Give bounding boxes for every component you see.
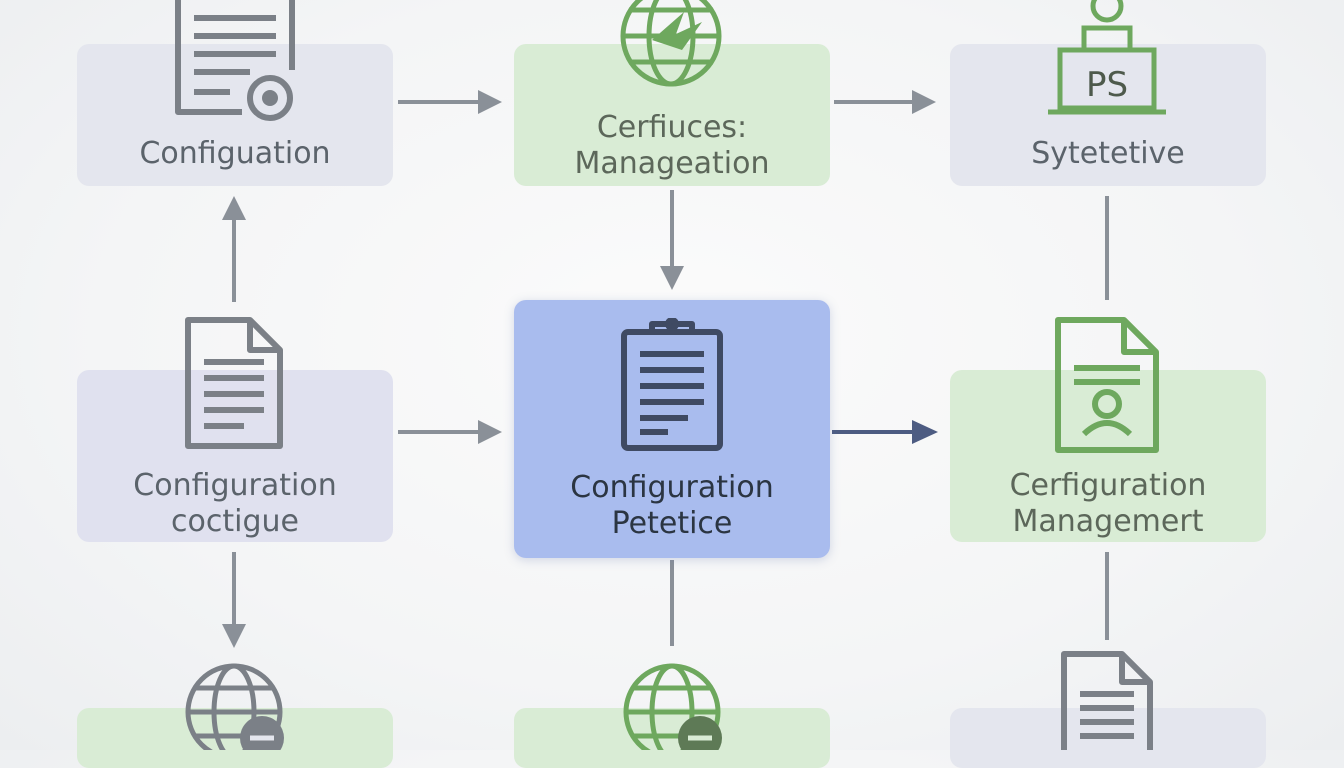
user-badge-text: PS: [1086, 65, 1128, 105]
document-user-icon: [1055, 317, 1159, 453]
node-top-right[interactable]: Sytetetive: [950, 44, 1266, 186]
arrow-head: [478, 90, 502, 114]
document-clock-icon: [175, 0, 295, 121]
node-label: Sytetetive: [1031, 136, 1185, 171]
document-icon: [185, 317, 283, 449]
document-icon: [1061, 651, 1153, 750]
arrow-head: [660, 266, 684, 290]
node-label: Petetice: [611, 506, 733, 541]
node-label: Cerfiguration: [1009, 468, 1207, 503]
node-label: Configuration: [133, 468, 337, 503]
clipboard-icon: [621, 318, 723, 451]
connector-layer: [222, 90, 1109, 648]
node-label: coctigue: [171, 504, 299, 539]
node-label: Configuation: [139, 136, 331, 171]
node-mid-left[interactable]: Configuration coctigue: [77, 370, 393, 542]
user-badge-icon: PS: [1048, 0, 1166, 115]
arrow-head: [222, 624, 246, 648]
node-top-center[interactable]: Cerfiuces: Manageation: [514, 44, 830, 186]
globe-lock-icon: [185, 663, 284, 750]
globe-lock-icon: [623, 663, 722, 750]
arrow-head: [912, 90, 936, 114]
node-label: Managemert: [1012, 504, 1204, 539]
node-mid-center[interactable]: Configuration Petetice: [514, 300, 830, 558]
globe-icon: [620, 0, 722, 87]
node-mid-right[interactable]: Cerfiguration Managemert: [950, 370, 1266, 542]
arrow-head: [912, 420, 938, 444]
node-top-left[interactable]: Configuation: [77, 44, 393, 186]
arrow-head: [222, 196, 246, 220]
arrow-head: [478, 420, 502, 444]
node-label: Manageation: [574, 146, 770, 181]
node-label: Configuration: [570, 470, 774, 505]
node-label: Cerfiuces:: [596, 110, 748, 145]
